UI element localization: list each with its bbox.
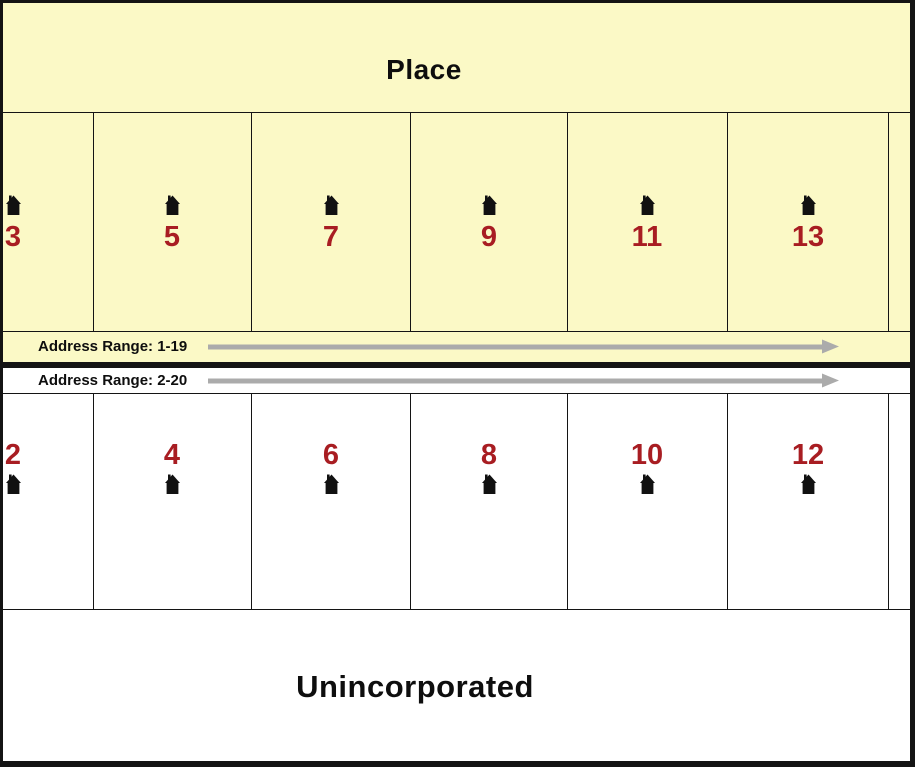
lot-divider — [410, 113, 411, 331]
arrow-shaft — [208, 344, 823, 350]
house-icon — [323, 195, 339, 215]
lot-odd: 13 — [763, 195, 853, 252]
lot-divider — [93, 113, 94, 331]
house-icon — [481, 474, 497, 494]
lot-even: 10 — [602, 441, 692, 499]
address-range-label-even: Address Range: 2-20 — [38, 371, 188, 389]
lot-divider — [888, 113, 889, 331]
lot-row-odd: 3 5 7 9 11 13 — [3, 113, 910, 332]
lot-odd: 3 — [3, 195, 58, 253]
house-icon — [323, 474, 339, 494]
lot-number: 3 — [4, 221, 22, 253]
unincorporated-title: Unincorporated — [296, 669, 534, 704]
place-title: Place — [386, 54, 462, 85]
lot-divider — [727, 394, 728, 609]
house-icon — [639, 195, 655, 215]
lot-divider — [567, 113, 568, 331]
arrow-head-icon — [822, 373, 839, 387]
lot-even: 8 — [444, 441, 534, 499]
lot-divider — [93, 394, 94, 609]
lot-number: 9 — [480, 221, 498, 253]
address-range-strip-odd: Address Range: 1-19 — [3, 332, 910, 362]
house-icon — [481, 195, 497, 215]
lot-odd: 9 — [444, 195, 534, 252]
lot-number: 13 — [791, 221, 825, 253]
lot-row-even: 2 4 6 8 10 12 — [3, 393, 910, 610]
lot-divider — [251, 394, 252, 609]
house-icon — [639, 474, 655, 494]
lot-number: 7 — [322, 221, 340, 253]
lot-number: 8 — [480, 439, 498, 471]
unincorporated-area: Unincorporated — [3, 610, 910, 761]
lot-even: 12 — [763, 441, 853, 499]
range-arrow-odd — [208, 339, 839, 355]
house-icon — [5, 474, 21, 494]
range-arrow-even — [208, 373, 839, 388]
lot-divider — [251, 113, 252, 331]
lot-number: 4 — [163, 439, 181, 471]
lot-even: 4 — [127, 441, 217, 499]
lot-odd: 11 — [602, 195, 692, 252]
house-icon — [5, 195, 21, 215]
lot-number: 10 — [630, 439, 664, 471]
address-range-strip-even: Address Range: 2-20 — [3, 368, 910, 393]
house-icon — [800, 195, 816, 215]
street-centerline — [3, 362, 910, 368]
lot-number: 2 — [4, 439, 22, 471]
address-range-label-odd: Address Range: 1-19 — [38, 337, 188, 355]
lot-divider — [567, 394, 568, 609]
house-icon — [164, 474, 180, 494]
lot-number: 5 — [163, 221, 181, 253]
lot-even: 6 — [286, 441, 376, 499]
lot-divider — [888, 394, 889, 609]
lot-number: 6 — [322, 439, 340, 471]
lot-odd: 7 — [286, 195, 376, 252]
lot-divider — [410, 394, 411, 609]
lot-number: 11 — [631, 221, 663, 253]
arrow-head-icon — [822, 339, 839, 354]
lot-number: 12 — [791, 439, 825, 471]
house-icon — [164, 195, 180, 215]
lot-even: 2 — [3, 439, 58, 499]
place-area: Place — [3, 3, 910, 113]
lot-odd: 5 — [127, 195, 217, 252]
house-icon — [800, 474, 816, 494]
arrow-shaft — [208, 378, 823, 383]
lot-divider — [727, 113, 728, 331]
